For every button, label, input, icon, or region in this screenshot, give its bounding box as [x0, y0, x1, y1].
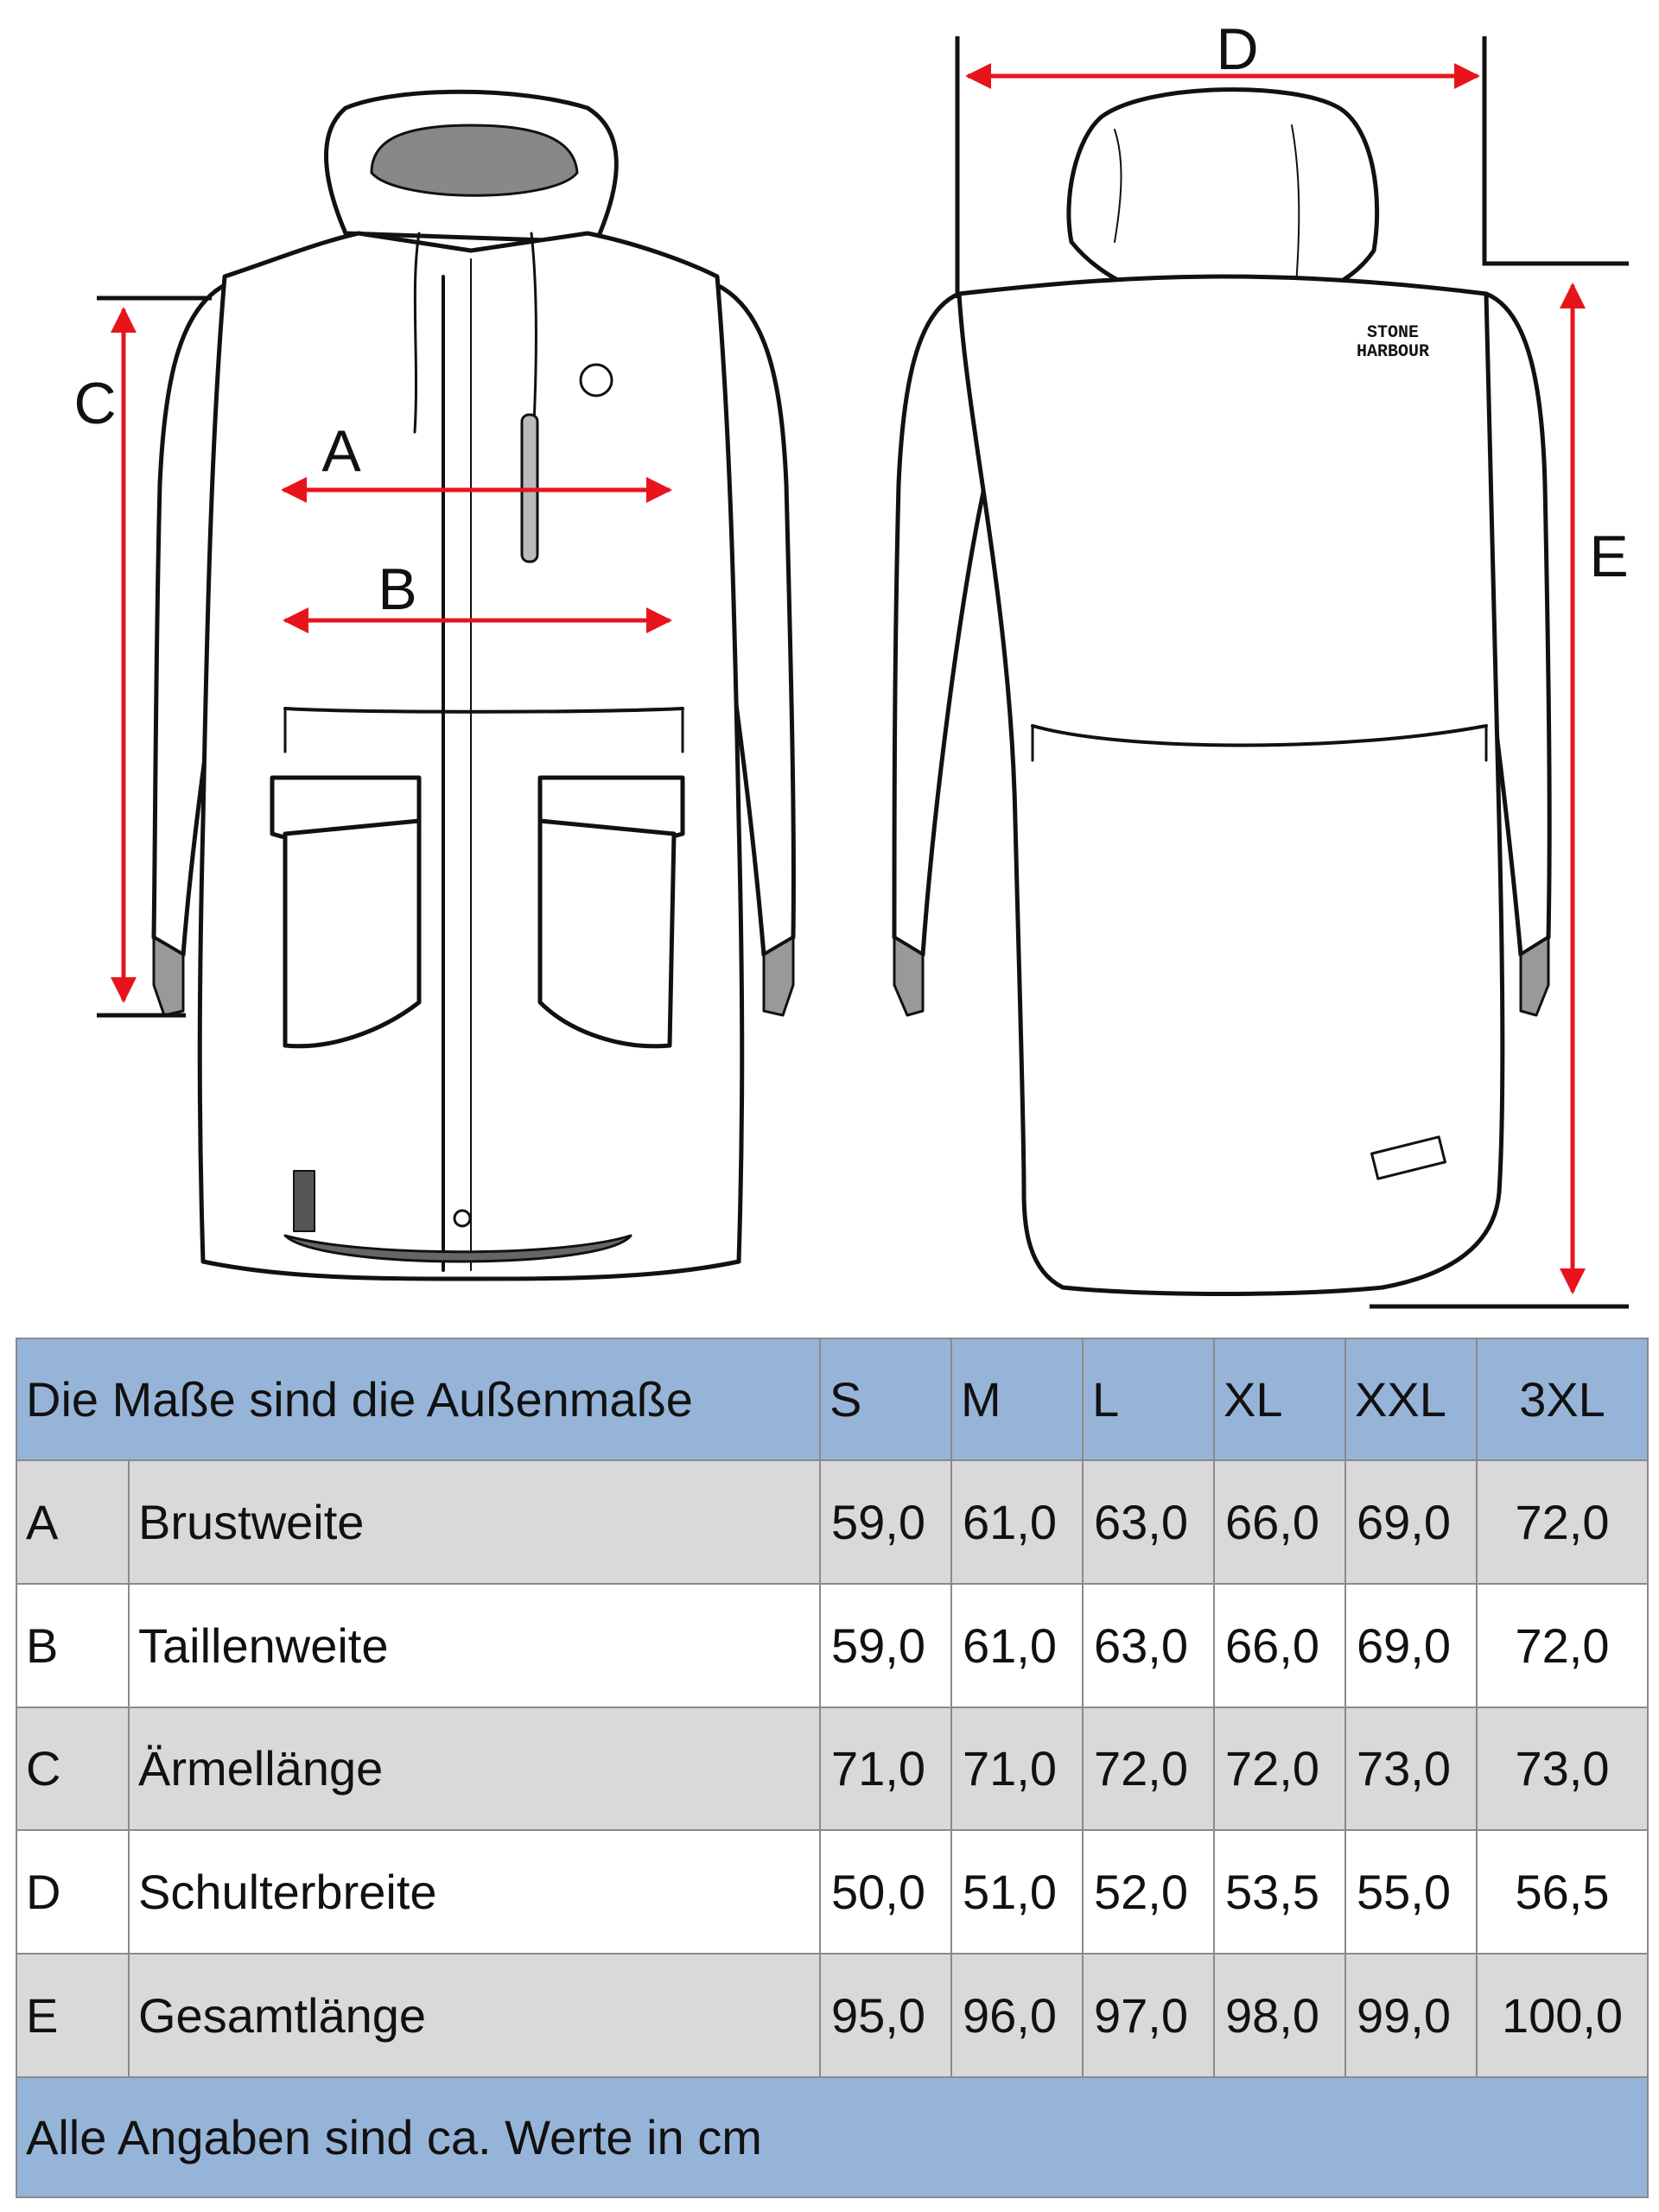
row-value: 69,0: [1344, 1582, 1478, 1708]
brand-logo-line1: STONE: [1367, 323, 1419, 343]
row-key: C: [16, 1706, 130, 1832]
row-value: 95,0: [819, 1953, 953, 2079]
row-label: Gesamtlänge: [127, 1953, 822, 2079]
size-header: 3XL: [1476, 1338, 1649, 1461]
row-value: 59,0: [819, 1459, 953, 1585]
jacket-measurement-diagram: STONE HARBOUR A B C D E: [73, 16, 1629, 1309]
row-label: Schulterbreite: [127, 1829, 822, 1955]
size-header: XL: [1213, 1338, 1347, 1461]
row-value: 53,5: [1213, 1829, 1347, 1955]
row-value: 55,0: [1344, 1829, 1478, 1955]
size-header: XXL: [1344, 1338, 1478, 1461]
table-row: C Ärmellänge 71,0 71,0 72,0 72,0 73,0 73…: [16, 1706, 1649, 1832]
row-value: 66,0: [1213, 1459, 1347, 1585]
row-value: 69,0: [1344, 1459, 1478, 1585]
row-value: 73,0: [1344, 1706, 1478, 1832]
row-value: 51,0: [950, 1829, 1084, 1955]
row-value: 59,0: [819, 1582, 953, 1708]
row-key: B: [16, 1582, 130, 1708]
row-value: 56,5: [1476, 1829, 1649, 1955]
table-row: B Taillenweite 59,0 61,0 63,0 66,0 69,0 …: [16, 1582, 1649, 1708]
row-value: 63,0: [1082, 1582, 1216, 1708]
row-key: E: [16, 1953, 130, 2079]
row-label: Taillenweite: [127, 1582, 822, 1708]
jacket-back-drawing: [892, 87, 1552, 1296]
footer-note: Alle Angaben sind ca. Werte in cm: [15, 2076, 1649, 2198]
size-table: Die Maße sind die Außenmaße S M L XL XXL…: [15, 1338, 1649, 2198]
table-footer-row: Alle Angaben sind ca. Werte in cm: [15, 2076, 1649, 2198]
brand-logo-line2: HARBOUR: [1357, 342, 1429, 362]
row-value: 98,0: [1213, 1953, 1347, 2079]
row-value: 61,0: [950, 1582, 1084, 1708]
size-header: M: [950, 1338, 1084, 1461]
row-label: Brustweite: [127, 1459, 822, 1585]
row-value: 100,0: [1476, 1953, 1649, 2079]
row-value: 71,0: [950, 1706, 1084, 1832]
table-header-row: Die Maße sind die Außenmaße S M L XL XXL…: [15, 1338, 1649, 1461]
label-a: A: [321, 418, 361, 484]
label-b: B: [378, 556, 416, 622]
row-label: Ärmellänge: [127, 1706, 822, 1832]
row-value: 72,0: [1213, 1706, 1347, 1832]
row-value: 72,0: [1476, 1582, 1649, 1708]
row-value: 97,0: [1082, 1953, 1216, 2079]
row-value: 61,0: [950, 1459, 1084, 1585]
label-d: D: [1216, 16, 1258, 82]
reference-lines: [97, 36, 1629, 1309]
table-row: A Brustweite 59,0 61,0 63,0 66,0 69,0 72…: [16, 1459, 1649, 1585]
row-value: 73,0: [1476, 1706, 1649, 1832]
header-title: Die Maße sind die Außenmaße: [15, 1338, 822, 1461]
row-value: 66,0: [1213, 1582, 1347, 1708]
row-value: 50,0: [819, 1829, 953, 1955]
label-e: E: [1589, 524, 1628, 589]
size-header: S: [819, 1338, 953, 1461]
row-value: 72,0: [1476, 1459, 1649, 1585]
row-key: D: [16, 1829, 130, 1955]
size-header: L: [1082, 1338, 1216, 1461]
row-value: 71,0: [819, 1706, 953, 1832]
table-row: D Schulterbreite 50,0 51,0 52,0 53,5 55,…: [16, 1829, 1649, 1955]
row-value: 96,0: [950, 1953, 1084, 2079]
row-value: 99,0: [1344, 1953, 1478, 2079]
row-value: 63,0: [1082, 1459, 1216, 1585]
row-value: 52,0: [1082, 1829, 1216, 1955]
table-row: E Gesamtlänge 95,0 96,0 97,0 98,0 99,0 1…: [16, 1953, 1649, 2079]
label-c: C: [73, 371, 116, 436]
row-value: 72,0: [1082, 1706, 1216, 1832]
jacket-front-drawing: [151, 89, 796, 1281]
measurement-arrows: [111, 63, 1586, 1294]
row-key: A: [16, 1459, 130, 1585]
